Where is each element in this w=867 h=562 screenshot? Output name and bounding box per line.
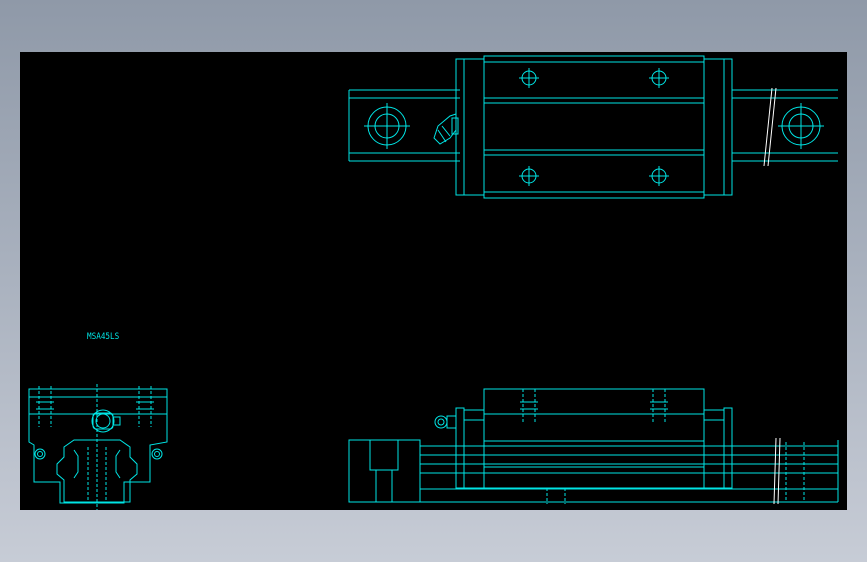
top-view [348,55,838,199]
block-holes [519,68,669,186]
side-view-seal-left [455,407,465,489]
end-view-side-hole-right [151,448,163,460]
cad-drawing-canvas[interactable]: MSA45LS [20,52,847,510]
rail-hole-left [364,103,410,149]
end-view-bolts [36,386,154,502]
side-view-base [348,439,421,503]
model-label: MSA45LS [87,332,120,342]
end-seal-right [723,58,733,196]
end-view-side-hole-left [34,448,46,460]
side-view-rail [420,437,839,505]
grease-nipple-side [434,415,457,429]
grease-nipple-front [91,409,121,433]
top-view-block [483,55,705,199]
end-plate-right [703,58,725,196]
rail-hole-right [778,103,824,149]
top-view-rail [348,87,838,167]
side-view [348,388,839,505]
end-seal-left [455,58,465,196]
end-view [28,384,168,510]
side-view-seal-right [723,407,733,489]
end-plate-left [463,58,485,196]
grease-nipple-top [433,113,459,145]
cad-drawing [28,55,839,510]
side-view-block [483,388,705,489]
